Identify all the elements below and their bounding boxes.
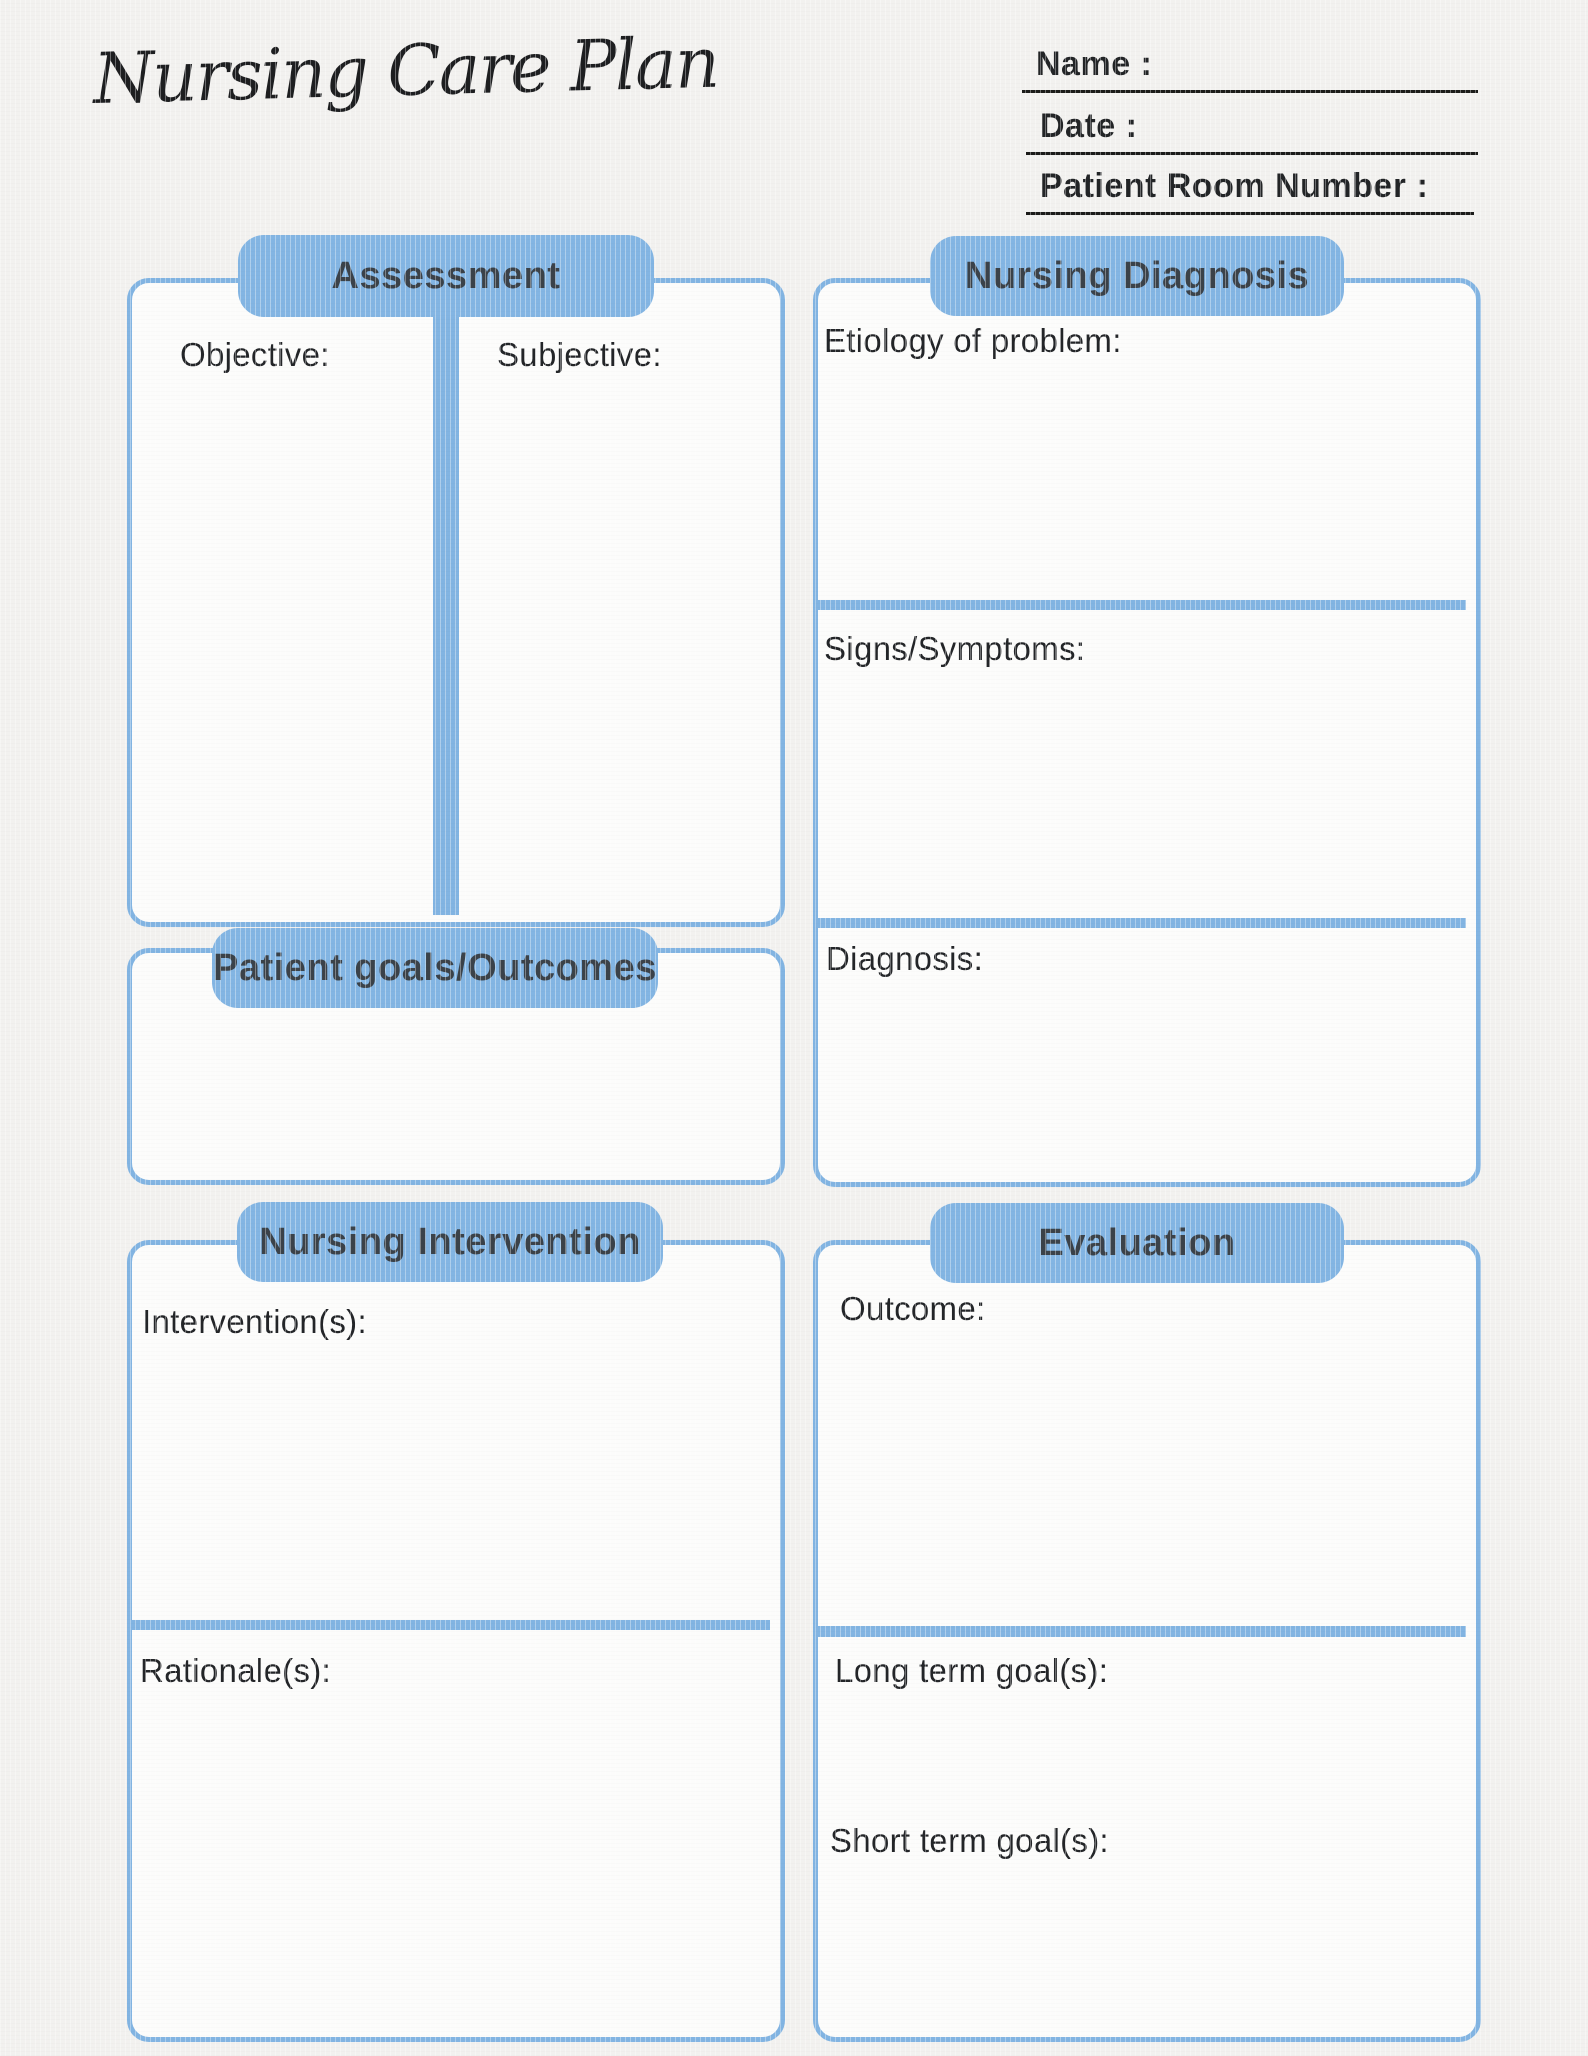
signs-symptoms-field[interactable]	[822, 684, 1462, 912]
etiology-field[interactable]	[822, 372, 1462, 594]
rationales-label: Rationale(s):	[140, 1652, 331, 1689]
evaluation-divider	[818, 1626, 1466, 1637]
long-term-goals-label: Long term goal(s):	[835, 1652, 1109, 1689]
nursing-intervention-divider	[132, 1620, 770, 1630]
diagnosis-field[interactable]	[822, 992, 1462, 1170]
name-field[interactable]: Name :	[1022, 34, 1478, 93]
evaluation-box	[813, 1240, 1481, 2042]
page-title: Nursing Care Plan	[92, 21, 719, 120]
subjective-label: Subjective:	[497, 336, 662, 373]
nursing-diagnosis-box	[813, 278, 1481, 1187]
date-field[interactable]: Date :	[1026, 96, 1478, 155]
nursing-intervention-header-label: Nursing Intervention	[259, 1220, 641, 1263]
patient-room-number-label: Patient Room Number :	[1040, 167, 1429, 205]
assessment-header-label: Assessment	[331, 254, 561, 297]
interventions-field[interactable]	[136, 1356, 766, 1614]
outcome-label: Outcome:	[840, 1290, 986, 1327]
evaluation-header-label: Evaluation	[1038, 1221, 1236, 1264]
subjective-field[interactable]	[465, 384, 767, 908]
nursing-intervention-box	[127, 1240, 785, 2042]
nursing-diagnosis-divider-2	[818, 918, 1466, 928]
evaluation-header: Evaluation	[930, 1203, 1344, 1283]
nursing-diagnosis-divider-1	[818, 600, 1466, 610]
diagnosis-label: Diagnosis:	[826, 940, 984, 977]
date-label: Date :	[1040, 107, 1138, 145]
rationales-field[interactable]	[136, 1706, 766, 2024]
patient-goals-header: Patient goals/Outcomes	[212, 928, 658, 1008]
outcome-field[interactable]	[822, 1344, 1462, 1616]
nursing-intervention-header: Nursing Intervention	[237, 1202, 663, 1282]
long-term-goals-field[interactable]	[822, 1706, 1462, 1814]
objective-field[interactable]	[136, 384, 430, 908]
patient-goals-field[interactable]	[136, 1015, 766, 1167]
signs-symptoms-label: Signs/Symptoms:	[824, 630, 1086, 667]
name-label: Name :	[1036, 45, 1153, 83]
assessment-header: Assessment	[238, 235, 654, 317]
assessment-column-divider	[433, 313, 459, 915]
patient-room-number-field[interactable]: Patient Room Number :	[1026, 154, 1474, 215]
short-term-goals-label: Short term goal(s):	[830, 1822, 1109, 1859]
nursing-diagnosis-header: Nursing Diagnosis	[930, 236, 1344, 316]
nursing-diagnosis-header-label: Nursing Diagnosis	[964, 254, 1310, 297]
objective-label: Objective:	[180, 336, 330, 373]
interventions-label: Intervention(s):	[142, 1303, 367, 1340]
short-term-goals-field[interactable]	[822, 1876, 1462, 2024]
patient-goals-header-label: Patient goals/Outcomes	[213, 946, 657, 989]
etiology-label: Etiology of problem:	[824, 322, 1122, 359]
